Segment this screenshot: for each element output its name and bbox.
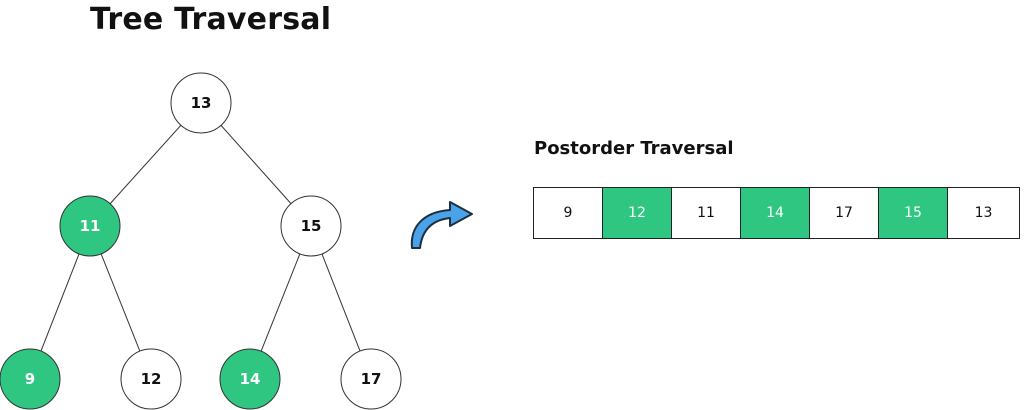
sequence-cell: 15 — [879, 188, 948, 238]
tree-node-17: 17 — [340, 348, 402, 410]
tree-node-label: 15 — [301, 217, 322, 235]
curved-arrow-icon — [410, 201, 473, 249]
tree-node-15: 15 — [280, 195, 342, 257]
sequence-cell: 9 — [534, 188, 603, 238]
tree-node-label: 11 — [80, 217, 101, 235]
tree-node-circle — [0, 348, 61, 410]
tree-edge — [109, 124, 182, 205]
tree-node-14: 14 — [219, 348, 281, 410]
page-title: Tree Traversal — [90, 2, 332, 37]
tree-edge — [220, 125, 292, 204]
binary-tree: 13 11 15 9 12 14 17 — [0, 72, 402, 410]
tree-node-11: 11 — [59, 195, 121, 257]
tree-node-circle — [340, 348, 402, 410]
tree-edge — [40, 253, 80, 352]
tree-node-circle — [280, 195, 342, 257]
sequence-cell: 14 — [741, 188, 810, 238]
sequence-cell: 12 — [603, 188, 672, 238]
tree-node-12: 12 — [120, 348, 182, 410]
tree-node-circle — [59, 195, 121, 257]
tree-node-label: 13 — [191, 94, 212, 112]
tree-edge — [260, 253, 301, 352]
sequence-cell: 11 — [672, 188, 741, 238]
tree-edge — [100, 253, 141, 352]
tree-edge — [321, 253, 361, 352]
tree-node-label: 9 — [25, 370, 35, 388]
tree-node-circle — [170, 72, 232, 134]
sequence-cell: 13 — [974, 205, 993, 221]
traversal-title: Postorder Traversal — [534, 138, 734, 159]
tree-node-label: 14 — [240, 370, 261, 388]
tree-node-circle — [120, 348, 182, 410]
tree-node-label: 17 — [361, 370, 382, 388]
sequence-cell: 17 — [810, 188, 879, 238]
tree-node-circle — [219, 348, 281, 410]
tree-node-label: 12 — [141, 370, 162, 388]
tree-node-13: 13 — [170, 72, 232, 134]
tree-node-9: 9 — [0, 348, 61, 410]
